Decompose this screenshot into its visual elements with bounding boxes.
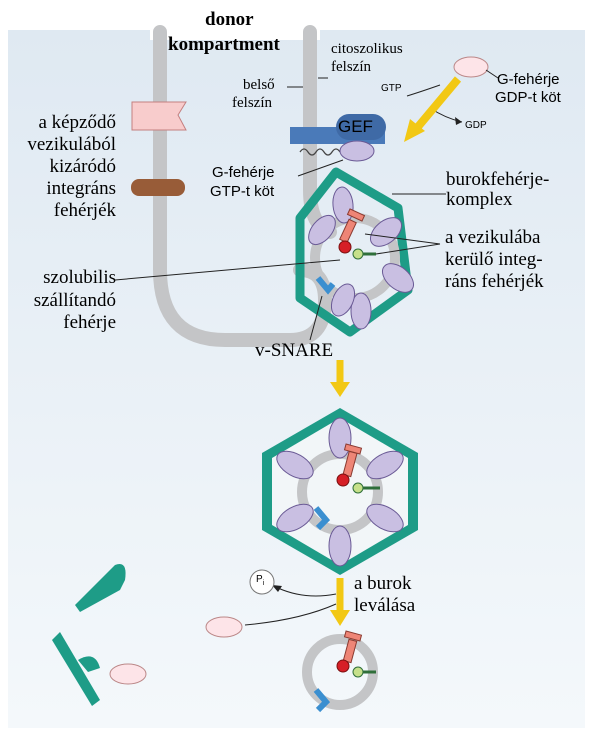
label-v-snare: v-SNARE [255, 340, 334, 361]
label-coat-complex-1: burokfehérje- [446, 169, 550, 190]
exchange-arrowhead [404, 119, 425, 142]
g-protein-tether [299, 148, 341, 156]
label-g-protein-gdp-1: G-fehérje [497, 71, 560, 88]
pi-arrow [277, 587, 337, 597]
label-soluble-2: szállítandó [33, 290, 116, 311]
title-clear-zone [150, 0, 320, 40]
coat-fragment-2-bump [78, 656, 100, 672]
leader-integral-2 [375, 243, 441, 255]
budding-vesicle [295, 167, 414, 337]
pi-arrowhead [272, 585, 282, 592]
excluded-protein-pink [131, 101, 187, 131]
label-excluded-3: kizáródó [49, 156, 116, 177]
pi-circle [249, 569, 275, 595]
excluded-protein-brown [131, 179, 185, 196]
label-felszin-cytosolic: felszín [331, 59, 371, 75]
label-donor: donor [205, 9, 254, 30]
label-excluded-1: a képződő [38, 112, 116, 133]
label-pi: Pi [256, 574, 265, 587]
label-excluded-5: fehérjék [53, 200, 116, 221]
label-felszin-inner: felszín [232, 95, 272, 111]
label-belso: belső [243, 77, 275, 93]
label-soluble-3: fehérje [63, 312, 116, 333]
exchange-arrow [413, 76, 462, 131]
leader-soluble [114, 259, 341, 281]
label-uncoating-2: leválása [354, 595, 416, 616]
label-gtp: GTP [381, 83, 402, 94]
label-excluded-4: integráns [46, 178, 116, 199]
coat-fragment-1 [75, 564, 126, 612]
label-gdp: GDP [465, 120, 487, 131]
background-panel [8, 30, 585, 728]
label-gef: GEF [338, 117, 373, 136]
down-arrow-2-head [330, 610, 350, 626]
label-g-protein-gtp-2: GTP-t köt [210, 183, 275, 200]
label-pi-sub: i [262, 580, 265, 587]
gtp-in-arrow [406, 84, 441, 97]
g-protein-gtp [339, 140, 375, 162]
label-integral-3: ráns fehérjék [445, 271, 544, 292]
label-pi-main: P [256, 574, 263, 585]
label-citoszolikus: citoszolikus [331, 41, 403, 57]
released-g-protein-2 [109, 663, 147, 685]
leader-g-gdp [485, 69, 499, 79]
leader-vsnare [309, 295, 323, 341]
label-excluded-2: vezikulából [27, 134, 116, 155]
g-protein-gdp [453, 56, 489, 78]
label-coat-complex-2: komplex [446, 189, 513, 210]
coat-fragment-2 [52, 632, 100, 706]
uncoated-vesicle [302, 630, 378, 713]
gdp-arrowhead [455, 117, 462, 125]
label-soluble-1: szolubilis [43, 267, 116, 288]
label-kompartment: kompartment [168, 34, 280, 55]
label-integral-2: kerülő integ- [445, 249, 543, 270]
leader-integral-1 [364, 233, 441, 245]
coated-vesicle [262, 408, 418, 575]
gef-bump [336, 114, 386, 140]
label-uncoating-1: a burok [354, 573, 412, 594]
released-g-protein-1 [205, 616, 243, 638]
label-g-protein-gdp-2: GDP-t köt [495, 89, 561, 106]
gdp-release-arrow [244, 603, 337, 626]
down-arrow-1-head [330, 382, 350, 397]
leader-g-gtp [297, 159, 344, 177]
label-integral-1: a vezikulába [445, 227, 541, 248]
label-g-protein-gtp-1: G-fehérje [212, 164, 275, 181]
